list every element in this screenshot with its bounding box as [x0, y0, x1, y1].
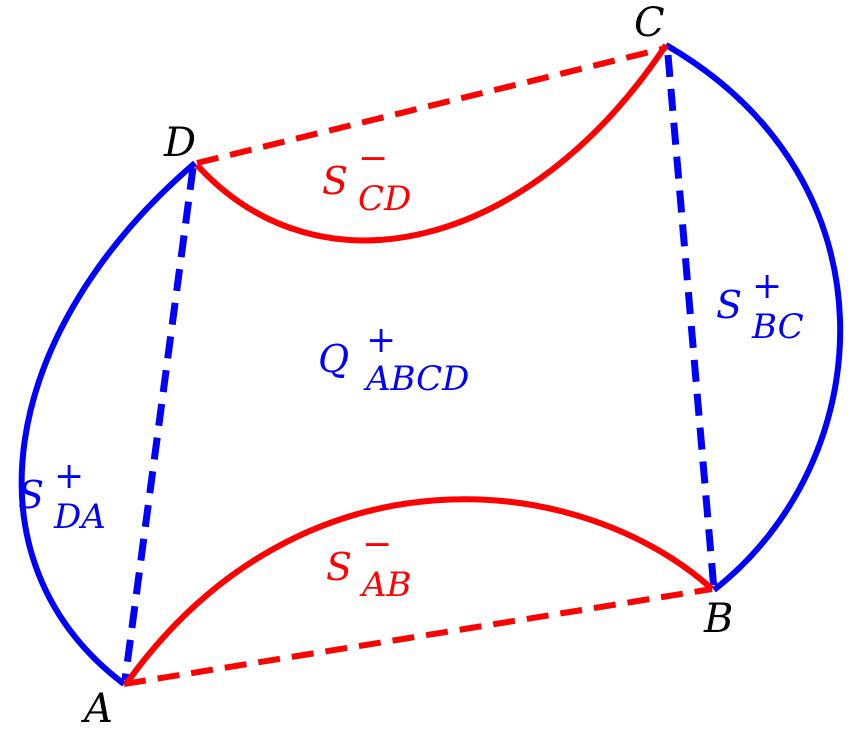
vertex-label-c: C [634, 0, 665, 46]
label-s-cd-minus: S − CD [322, 138, 411, 219]
dashed-edge-cb [664, 54, 718, 591]
label-s-da-plus: S + DA [18, 456, 106, 537]
label-s-bc-plus: S + BC [716, 266, 804, 347]
curve-s-da-plus [18, 160, 197, 687]
curve-s-ab-minus [123, 496, 715, 686]
vertex-label-d: D [163, 120, 196, 166]
dashed-edge-da [121, 167, 197, 681]
curve-s-bc-plus [664, 42, 843, 593]
label-q-abcd-plus: Q + ABCD [318, 320, 469, 399]
dashed-edge-ab [123, 586, 713, 687]
vertex-label-b: B [703, 596, 733, 642]
curve-s-cd-minus [194, 43, 669, 244]
dashed-edge-dc [196, 45, 667, 166]
label-s-ab-minus: S − AB [326, 524, 412, 605]
vertex-label-a: A [80, 686, 113, 729]
